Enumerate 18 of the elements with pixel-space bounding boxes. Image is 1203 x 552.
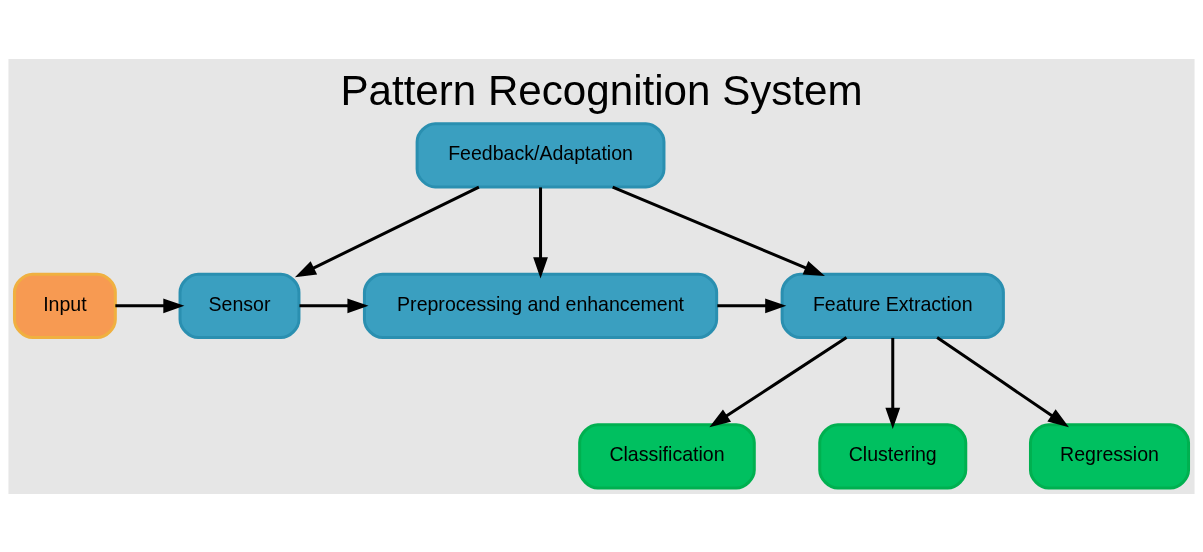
arrow: [612, 185, 825, 276]
node-box: Feedback/Adaptation: [415, 121, 666, 188]
node-box: Clustering: [818, 422, 968, 489]
arrow: [115, 297, 185, 313]
node-box: Regression: [1028, 422, 1191, 489]
node-box: Classification: [578, 422, 756, 489]
arrow: [709, 335, 848, 427]
arrow: [885, 337, 901, 429]
node-box: Preprocessing and enhancement: [362, 272, 719, 339]
arrow: [294, 185, 480, 277]
node-box: Sensor: [178, 272, 301, 339]
arrow: [533, 186, 548, 278]
node-box: Input: [12, 272, 117, 339]
arrow: [717, 297, 787, 313]
arrow: [299, 297, 369, 313]
node-box: Feature Extraction: [780, 272, 1005, 339]
diagram-title: Pattern Recognition System: [340, 66, 863, 114]
arrow: [936, 335, 1069, 427]
